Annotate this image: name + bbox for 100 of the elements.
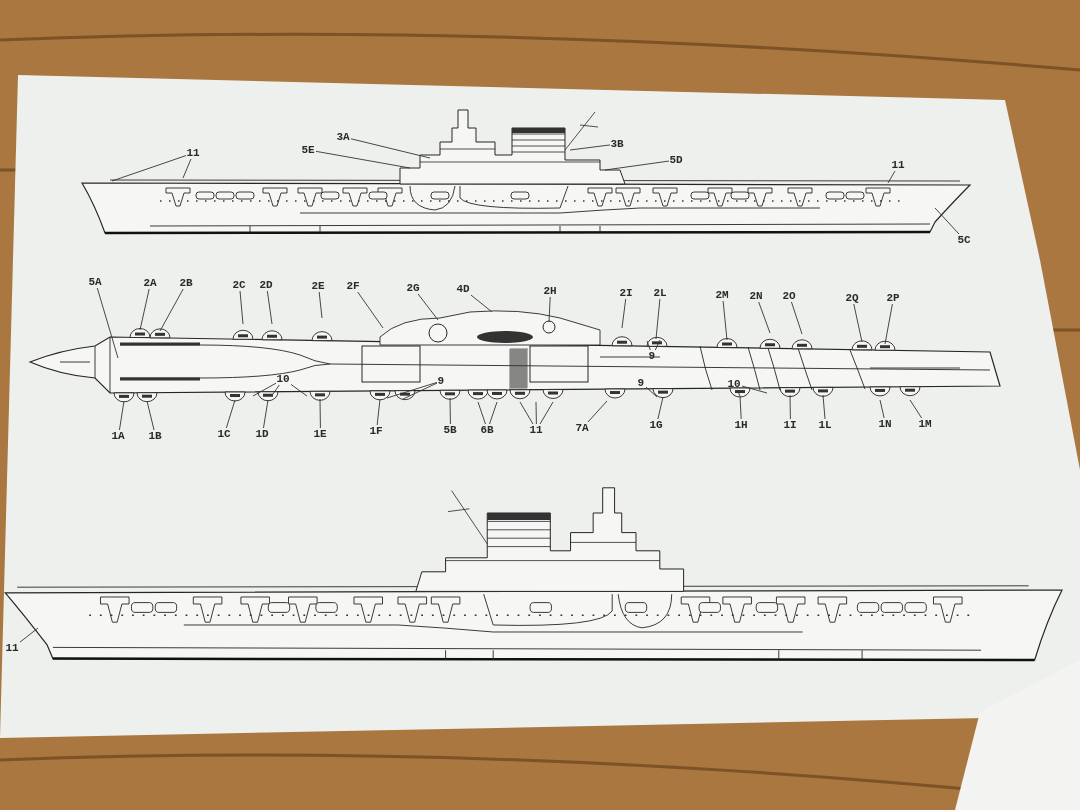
callout-label: 1I	[782, 419, 798, 431]
callout-label: 2H	[542, 285, 558, 297]
callout-label: 7A	[574, 422, 590, 434]
leader-line	[470, 294, 493, 313]
leader-line	[315, 150, 411, 169]
leader-line	[587, 400, 608, 423]
callout-label: 1B	[147, 430, 163, 442]
leader-line	[621, 298, 627, 329]
callout-label: 4D	[455, 283, 471, 295]
leader-line	[263, 399, 269, 429]
callout-label: 1A	[110, 430, 126, 442]
callout-label: 2A	[142, 277, 158, 289]
leader-line	[489, 401, 498, 425]
leader-line	[789, 394, 791, 420]
leader-line	[535, 401, 537, 425]
leader-line	[272, 384, 280, 395]
callout-label: 2Q	[844, 292, 860, 304]
callout-label: 2D	[258, 279, 274, 291]
leader-line	[319, 398, 321, 429]
callout-label: 3B	[609, 138, 625, 150]
leader-line	[569, 144, 611, 151]
leader-line	[350, 138, 431, 159]
callout-label: 1D	[254, 428, 270, 440]
leader-line	[239, 290, 244, 325]
leader-line	[290, 384, 308, 397]
leader-line	[19, 627, 39, 643]
callout-label: 2P	[885, 292, 901, 304]
leader-line	[739, 395, 742, 420]
aircraft-carrier-plan-view-drawing	[29, 310, 1001, 403]
callout-label: 9	[647, 350, 657, 362]
callout-label: 1G	[648, 419, 664, 431]
callout-label: 11	[185, 147, 201, 159]
callout-label: 1H	[733, 419, 749, 431]
callout-label: 1M	[917, 418, 933, 430]
leader-line	[853, 303, 863, 343]
leader-line	[887, 170, 896, 184]
callout-label: 2O	[781, 290, 797, 302]
callout-label: 11	[528, 424, 544, 436]
callout-label: 2C	[231, 279, 247, 291]
callout-label: 10	[726, 378, 742, 390]
leader-line	[909, 399, 923, 419]
callout-label: 5B	[442, 424, 458, 436]
callout-label: 1C	[216, 428, 232, 440]
callout-label: 11	[4, 642, 20, 654]
leader-line	[657, 396, 664, 420]
leader-line	[822, 394, 826, 420]
callout-label: 11	[890, 159, 906, 171]
leader-line	[357, 291, 384, 329]
callout-label: 9	[636, 377, 646, 389]
callout-label: 1N	[877, 418, 893, 430]
leader-line	[146, 400, 155, 431]
callout-label: 5C	[956, 234, 972, 246]
leader-line	[386, 381, 438, 399]
callout-label: 2L	[652, 287, 668, 299]
leader-line	[722, 300, 728, 341]
callout-label: 1E	[312, 428, 328, 440]
leader-line	[96, 287, 119, 359]
leader-line	[402, 382, 438, 400]
leader-line	[449, 397, 451, 425]
leader-line	[318, 291, 323, 319]
leader-line	[139, 288, 150, 331]
leader-line	[119, 400, 125, 431]
leader-line	[646, 340, 651, 351]
leader-line	[758, 301, 771, 334]
leader-line	[645, 386, 658, 398]
leader-line	[548, 296, 551, 323]
leader-line	[879, 399, 885, 419]
leader-line	[111, 155, 187, 182]
callout-label: 2E	[310, 280, 326, 292]
leader-line	[604, 160, 670, 171]
callout-label: 2G	[405, 282, 421, 294]
callout-label: 2B	[178, 277, 194, 289]
leader-line	[654, 339, 661, 351]
leader-line	[182, 158, 192, 179]
callout-label: 1L	[817, 419, 833, 431]
callout-label: 3A	[335, 131, 351, 143]
callout-label: 2N	[748, 290, 764, 302]
leader-line	[376, 398, 381, 426]
leader-line	[791, 301, 803, 335]
leader-line	[266, 290, 273, 325]
leader-line	[159, 288, 184, 332]
leader-line	[736, 389, 741, 397]
aircraft-carrier-side-view-drawing	[4, 487, 1063, 662]
leader-line	[655, 298, 661, 340]
callout-label: 10	[275, 373, 291, 385]
leader-line	[477, 401, 486, 425]
callout-label: 6B	[479, 424, 495, 436]
callout-label: 2I	[618, 287, 634, 299]
leader-line	[884, 303, 893, 345]
callout-label: 2F	[345, 280, 361, 292]
leader-line	[519, 401, 534, 425]
leader-line	[252, 382, 277, 397]
callout-label: 5E	[300, 144, 316, 156]
leader-line	[225, 399, 236, 429]
leader-line	[934, 207, 960, 235]
callout-label: 2M	[714, 289, 730, 301]
callout-label: 5D	[668, 154, 684, 166]
aircraft-carrier-side-view-drawing	[81, 109, 971, 235]
callout-label: 1F	[368, 425, 384, 437]
leader-line	[539, 401, 554, 425]
